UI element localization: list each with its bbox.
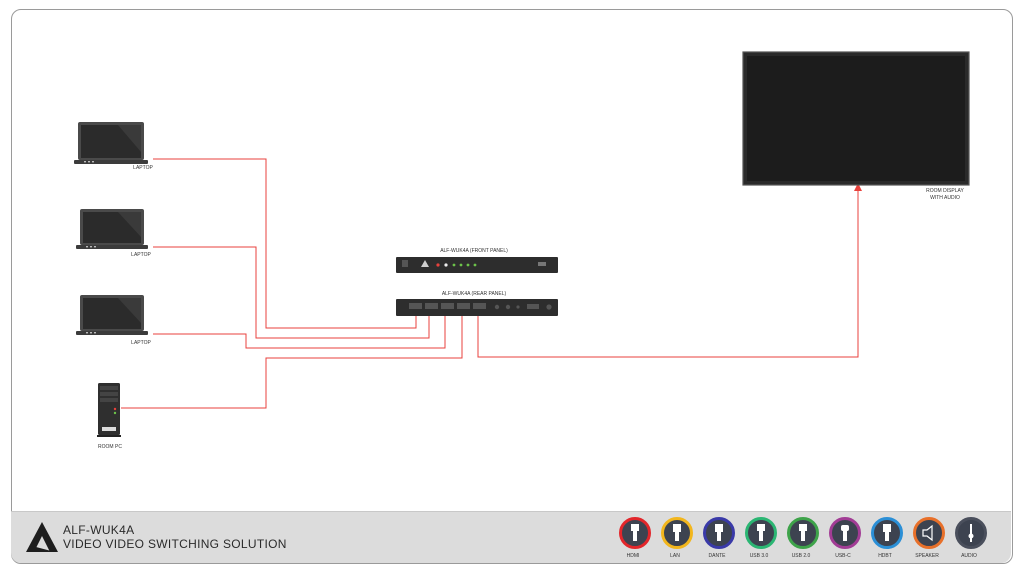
brand-logo-icon	[421, 260, 429, 267]
hdmi-icon	[631, 524, 639, 541]
laptop-3-label: LAPTOP	[131, 340, 151, 346]
legend-item-usb-3: USB 3.0	[743, 515, 779, 561]
laptop-icon	[76, 209, 148, 249]
arrow-to-display	[854, 183, 862, 191]
laptop-2-label: LAPTOP	[131, 252, 151, 258]
connection-diagram: LAPTOP LAPTOP	[74, 51, 970, 450]
legend-label: USB-C	[835, 553, 851, 559]
hdbt-icon	[883, 524, 891, 541]
connection-display	[477, 188, 859, 358]
usb-3-icon	[757, 524, 765, 541]
front-panel-label: ALF-WUK4A (FRONT PANEL)	[440, 248, 508, 254]
laptop-1-label: LAPTOP	[133, 165, 153, 171]
speaker-icon	[922, 524, 933, 542]
audio-icon	[968, 524, 974, 542]
laptop-icon	[74, 122, 148, 164]
connection-laptop-2	[153, 246, 430, 339]
connections	[121, 158, 859, 409]
footer-subtitle: VIDEO VIDEO SWITCHING SOLUTION	[63, 537, 287, 551]
laptop-2: LAPTOP	[76, 209, 151, 258]
legend-item-usb-2: USB 2.0	[785, 515, 821, 561]
usb-c-icon	[841, 525, 849, 541]
laptop-icon	[76, 295, 148, 335]
room-display	[742, 51, 970, 186]
connection-room-pc	[121, 312, 463, 409]
room-pc-label: ROOM PC	[98, 444, 122, 450]
legend-item-hdbt: HDBT	[869, 515, 905, 561]
legend-label: USB 3.0	[749, 553, 769, 559]
display-label-line2: WITH AUDIO	[930, 195, 960, 201]
legend-item-usb-c: USB-C	[827, 515, 863, 561]
hdmi-port-3	[441, 303, 454, 309]
desktop-tower-icon	[97, 383, 121, 437]
connection-laptop-1	[153, 158, 417, 329]
legend-label: SPEAKER	[915, 553, 939, 559]
rear-panel-label: ALF-WUK4A (REAR PANEL)	[442, 291, 507, 297]
display-label-line1: ROOM DISPLAY	[926, 188, 964, 194]
legend-label: AUDIO	[961, 553, 977, 559]
hdmi-port-2	[425, 303, 438, 309]
laptop-3: LAPTOP	[76, 295, 151, 346]
diagram-frame: LAPTOP LAPTOP	[11, 9, 1013, 564]
lan-icon	[673, 524, 681, 541]
legend-label: HDMI	[626, 553, 640, 559]
laptop-1: LAPTOP	[74, 122, 153, 171]
footer-bar: ALF-WUK4A VIDEO VIDEO SWITCHING SOLUTION…	[11, 511, 1011, 563]
legend-item-speaker: SPEAKER	[911, 515, 947, 561]
legend-item-dante: DANTE	[701, 515, 737, 561]
legend-label: DANTE	[708, 553, 726, 559]
connection-legend: HDMI LAN DANTE USB 3.0	[617, 515, 997, 561]
usb-2-icon	[799, 524, 807, 541]
connection-laptop-3	[153, 312, 446, 349]
hdmi-port-1	[409, 303, 422, 309]
hdmi-port-4	[457, 303, 470, 309]
dante-icon	[715, 524, 723, 541]
legend-item-audio: AUDIO	[953, 515, 989, 561]
switcher-rear-panel	[396, 299, 558, 316]
legend-label: HDBT	[878, 553, 892, 559]
legend-label: LAN	[670, 553, 680, 559]
brand-logo-icon	[26, 522, 58, 552]
footer-title: ALF-WUK4A	[63, 523, 135, 537]
switcher-front-panel	[396, 257, 558, 273]
hdmi-port-out	[473, 303, 486, 309]
legend-item-hdmi: HDMI	[617, 515, 653, 561]
legend-item-lan: LAN	[659, 515, 695, 561]
legend-label: USB 2.0	[791, 553, 811, 559]
room-pc: ROOM PC	[97, 383, 122, 450]
